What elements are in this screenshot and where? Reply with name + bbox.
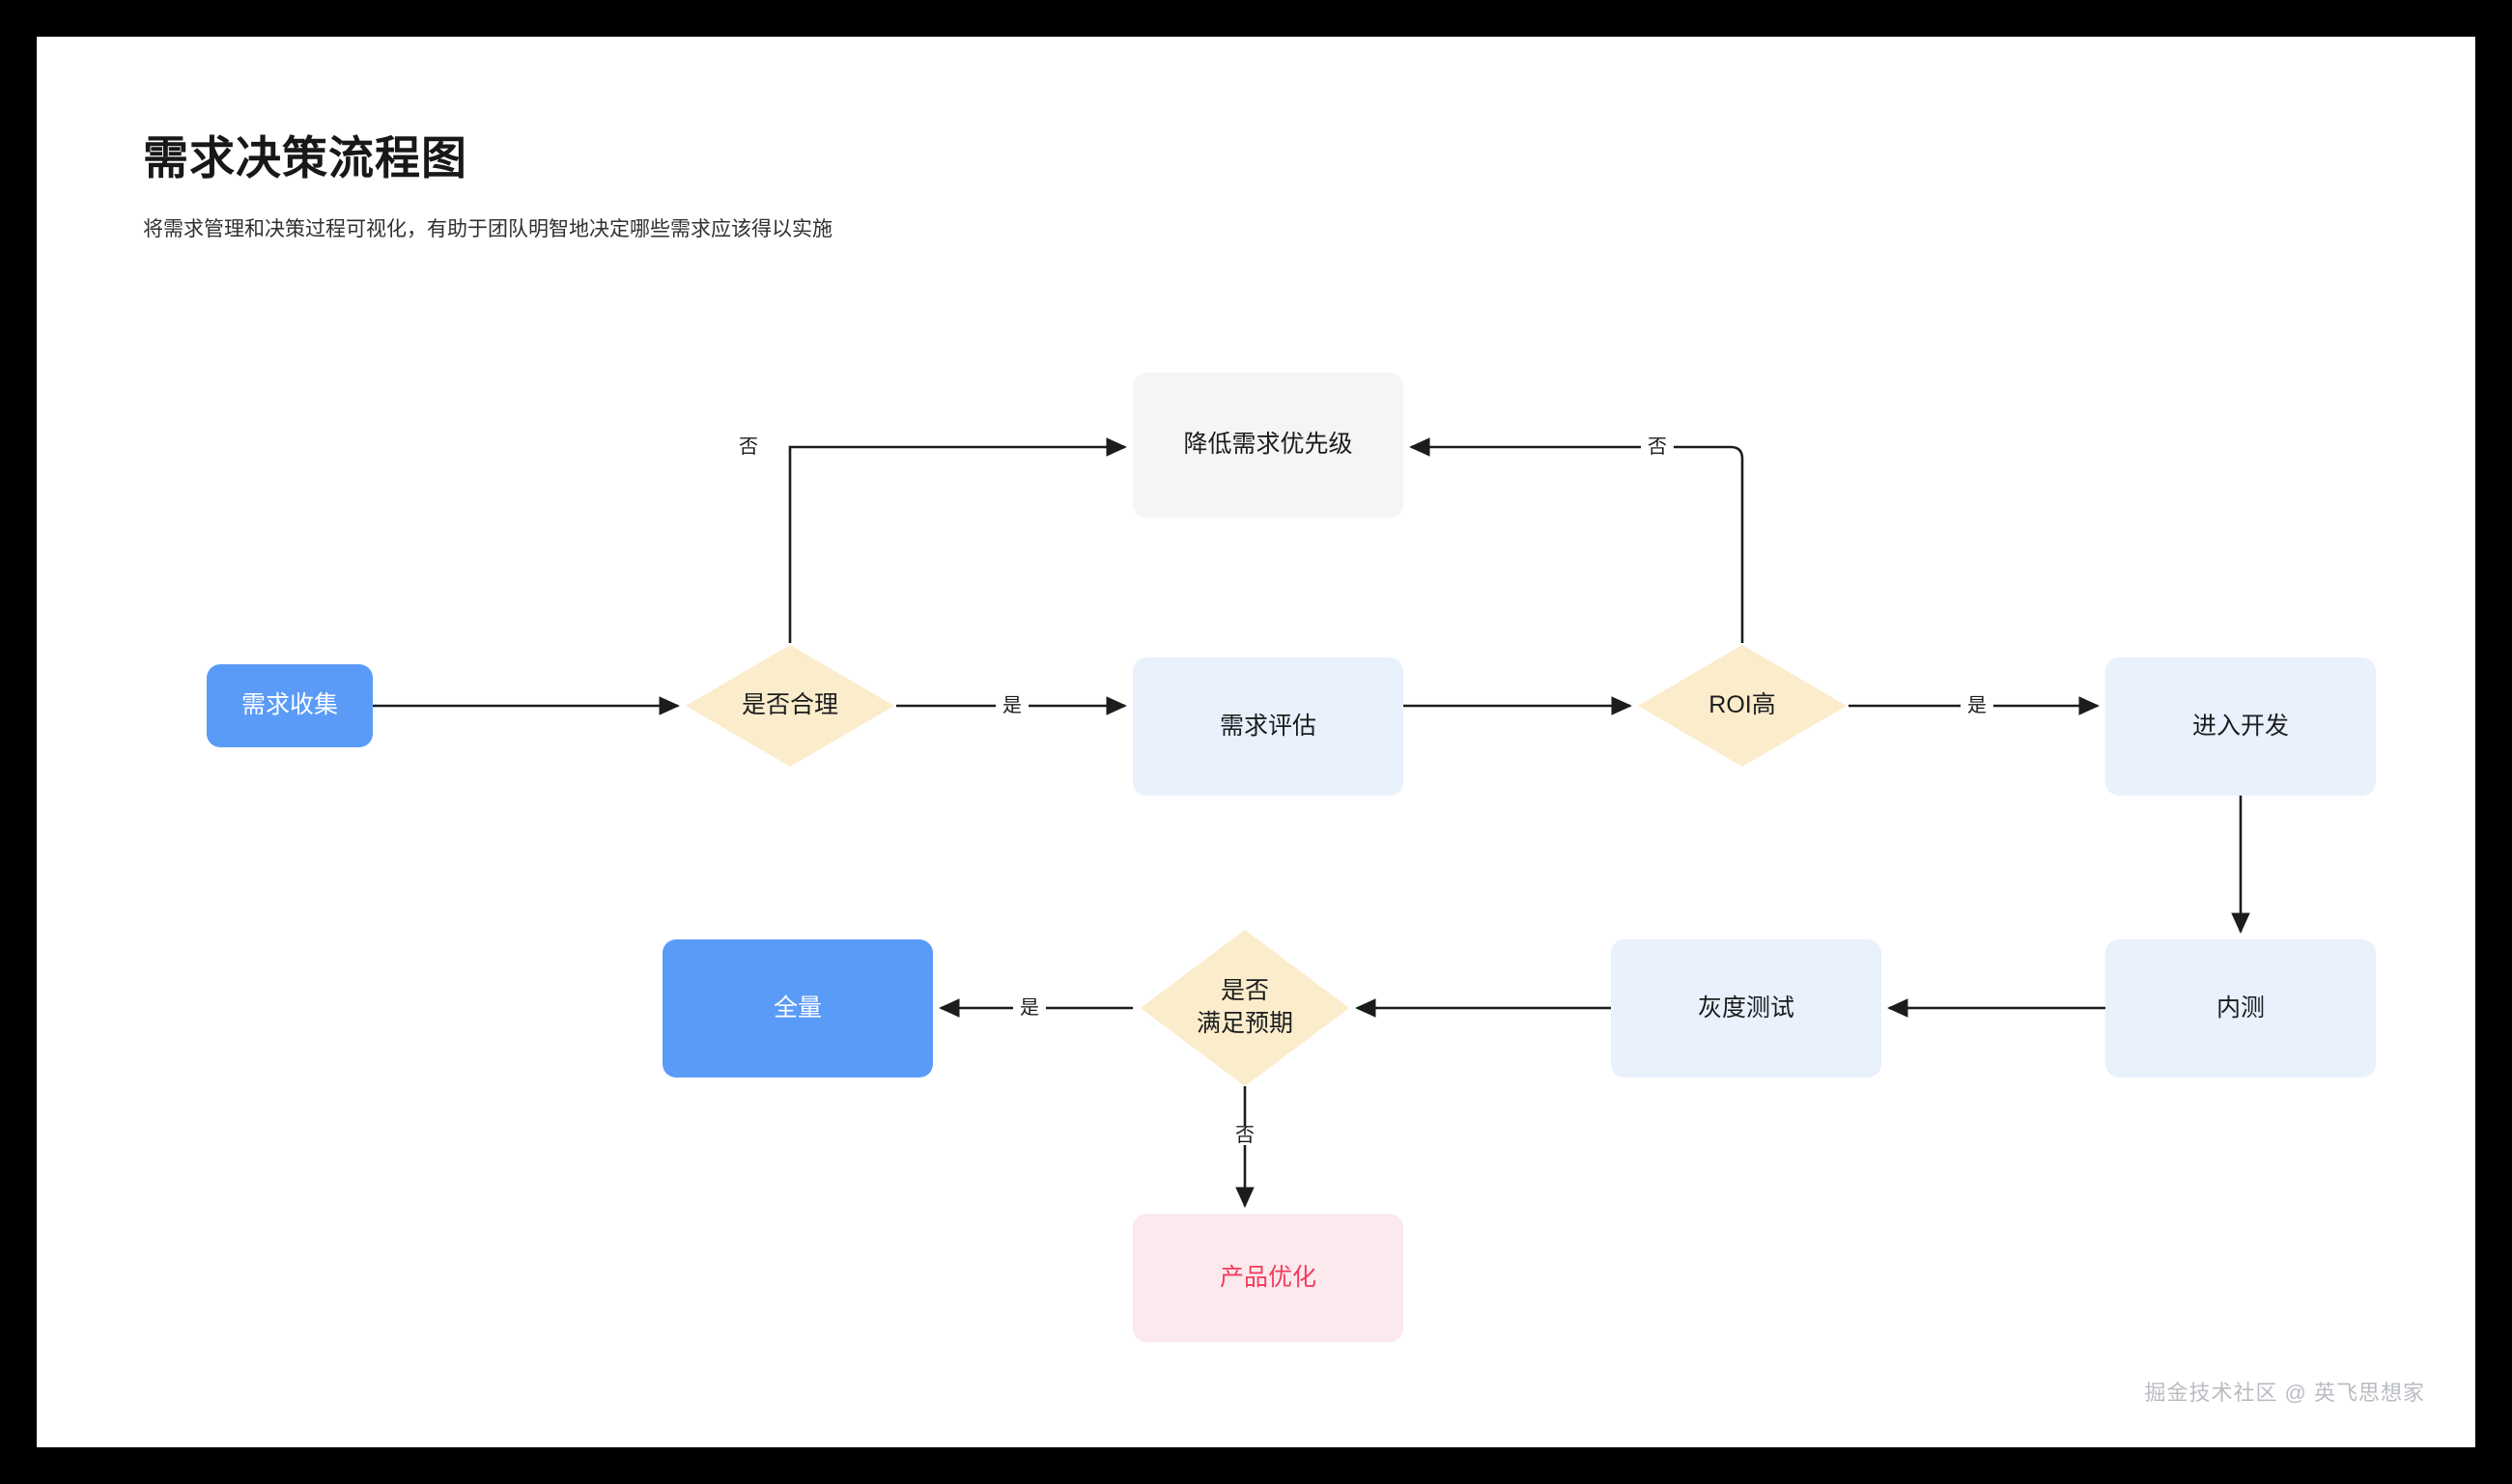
node-product-optimization[interactable]: 产品优化: [1133, 1214, 1403, 1342]
node-label: 需求收集: [240, 691, 338, 719]
node-requirement-collection[interactable]: 需求收集: [207, 664, 373, 747]
node-label: 是否 满足预期: [1196, 977, 1293, 1037]
node-full-rollout[interactable]: 全量: [663, 939, 933, 1078]
page-header: 需求决策流程图 将需求管理和决策过程可视化，有助于团队明智地决定哪些需求应该得以…: [143, 131, 2075, 245]
edge-label-expect-no: 否: [1228, 1126, 1261, 1145]
node-label: 是否合理: [741, 691, 838, 719]
page-subtitle: 将需求管理和决策过程可视化，有助于团队明智地决定哪些需求应该得以实施: [143, 218, 833, 241]
node-gray-release-test[interactable]: 灰度测试: [1611, 939, 1881, 1078]
node-enter-development[interactable]: 进入开发: [2105, 658, 2376, 796]
edge-reasonable-to-lower: [788, 437, 1127, 643]
node-lower-priority[interactable]: 降低需求优先级: [1133, 373, 1403, 518]
edge-label-roi-yes: 是: [1961, 696, 1993, 715]
node-decision-meets-expectation[interactable]: 是否 满足预期: [1141, 930, 1349, 1086]
flowchart-connectors: [373, 437, 2250, 1208]
edge-label-expect-yes: 是: [1013, 998, 1046, 1018]
edge-label-roi-no: 否: [1641, 437, 1674, 457]
node-label: 降低需求优先级: [1183, 431, 1353, 459]
diagram-canvas: 需求决策流程图 将需求管理和决策过程可视化，有助于团队明智地决定哪些需求应该得以…: [37, 37, 2475, 1447]
node-decision-roi-high[interactable]: ROI高: [1638, 645, 1847, 767]
edge-label-reasonable-no: 否: [732, 437, 765, 457]
node-label: 产品优化: [1219, 1263, 1316, 1291]
node-label: 灰度测试: [1697, 994, 1794, 1022]
node-label: 进入开发: [2191, 712, 2289, 740]
watermark: 掘金技术社区 @ 英飞思想家: [2144, 1381, 2425, 1405]
edge-label-reasonable-yes: 是: [996, 696, 1029, 715]
node-label: 需求评估: [1219, 712, 1316, 740]
node-label: 内测: [2216, 994, 2265, 1022]
node-label: ROI高: [1708, 691, 1776, 719]
flowchart: 需求收集 是否合理 降低需求优先级 需求评估 ROI高 进入开发 内测: [37, 37, 2475, 1447]
page-title: 需求决策流程图: [143, 132, 467, 183]
node-label: 全量: [773, 994, 822, 1022]
edge-roi-to-lower: [1409, 437, 1744, 643]
node-internal-test[interactable]: 内测: [2105, 939, 2376, 1078]
node-requirement-evaluation[interactable]: 需求评估: [1133, 658, 1403, 796]
node-decision-is-reasonable[interactable]: 是否合理: [686, 645, 894, 767]
